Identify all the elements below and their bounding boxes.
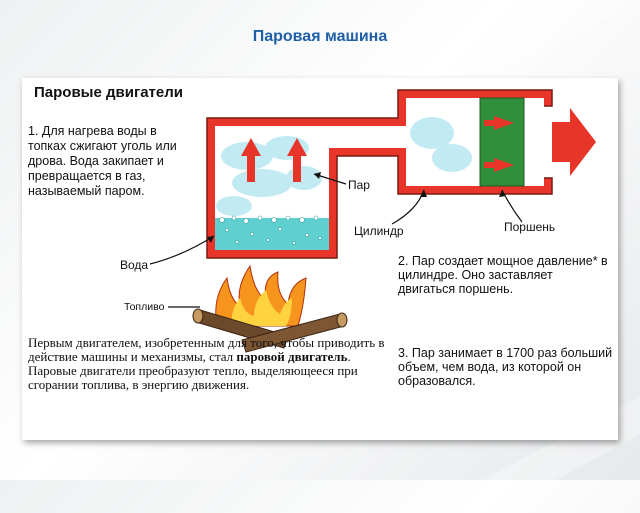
step-1-text: 1. Для нагрева воды в топках сжигают уго… — [28, 124, 177, 198]
bubbles — [219, 215, 322, 245]
piston — [479, 97, 525, 187]
label-fuel: Топливо — [124, 301, 165, 313]
boiler-interior — [215, 98, 544, 250]
steam-engine-diagram: Паровые двигатели 1. Для нагрева воды в … — [22, 78, 618, 440]
summary-paragraph: Первым двигателем, изобретенным для того… — [28, 336, 388, 392]
diagram-graphic — [149, 89, 596, 353]
fire — [215, 264, 307, 327]
piston-arrows — [484, 116, 514, 172]
output-arrow — [552, 108, 596, 176]
steam-up-arrows — [241, 138, 307, 182]
label-water: Вода — [120, 258, 149, 272]
summary-text-end: . Паровые двигатели преобразуют тепло, в… — [28, 349, 358, 392]
label-piston: Поршень — [504, 220, 556, 234]
step-3-text: 3. Пар занимает в 1700 раз больший объем… — [398, 346, 613, 388]
slide-title: Паровая машина — [252, 28, 388, 45]
water — [215, 218, 329, 250]
step-2-text: 2. Пар создает мощное давление* в цилинд… — [398, 254, 608, 296]
pointer-heads — [207, 172, 506, 243]
label-steam: Пар — [348, 178, 370, 192]
label-cylinder: Цилиндр — [354, 224, 404, 238]
summary-text-start: Первым двигателем, изобретенным для того… — [28, 335, 385, 364]
firewood — [192, 308, 348, 353]
summary-highlight: паровой двигатель — [236, 349, 348, 364]
diagram-header: Паровые двигатели — [34, 84, 183, 101]
